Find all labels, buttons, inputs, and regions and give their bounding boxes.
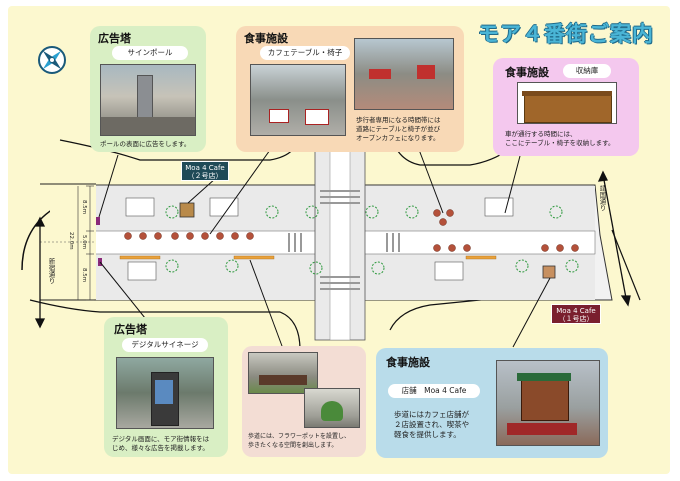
panel-heading: 食事施設 xyxy=(505,66,549,79)
digital-signage-photo xyxy=(116,357,214,429)
panel-text: デジタル画面に、モア街情報をは じめ、様々な広告を掲載します。 xyxy=(112,435,209,453)
planters-photo-2 xyxy=(304,388,360,428)
panel-ad-tower-sign-pole: 広告塔 サインポール ポールの表面に広告をします。 xyxy=(90,26,206,152)
street-label-left: 新宿通り xyxy=(47,258,55,284)
panel-food-cafe-tables: 食事施設 カフェテーブル・椅子 歩行者専用になる時間帯には 道路にテーブルと椅子… xyxy=(236,26,464,152)
panel-text: ポールの表面に広告をします。 xyxy=(100,140,191,148)
dim-top: 8.5m xyxy=(81,200,87,215)
cafe-store1-name: Moa 4 Cafe xyxy=(556,307,596,315)
panel-ad-tower-digital-signage: 広告塔 デジタルサイネージ デジタル画面に、モア街情報をは じめ、様々な広告を掲… xyxy=(104,317,228,457)
text-line: 歩道には、フラワーポットを設置し、 xyxy=(248,433,351,440)
panel-heading: 食事施設 xyxy=(244,32,288,45)
text-line: ２店設置され、喫茶や xyxy=(394,420,470,429)
panel-text: 歩行者専用になる時間帯には 道路にテーブルと椅子が並び オープンカフェになります… xyxy=(356,116,441,143)
dim-mid: 5.0m xyxy=(81,235,87,250)
text-line: 車が通行する時間には、 xyxy=(505,130,577,138)
panel-text: 車が通行する時間には、 ここにテーブル・椅子を収納します。 xyxy=(505,130,614,148)
cafe-store2-number: （２号店） xyxy=(187,172,223,180)
cafe-tables-photo-2 xyxy=(354,38,454,110)
planters-photo-1 xyxy=(248,352,318,394)
text-line: 道路にテーブルと椅子が並び xyxy=(356,125,441,133)
compass-icon xyxy=(38,46,66,74)
panel-pill: サインポール xyxy=(112,46,188,60)
text-line: 軽食を提供します。 xyxy=(394,430,461,439)
text-line: 歩きたくなる空間を創出します。 xyxy=(248,442,338,449)
panel-food-storage: 食事施設 収納庫 車が通行する時間には、 ここにテーブル・椅子を収納します。 xyxy=(493,58,639,156)
sign-pole-photo xyxy=(100,64,196,136)
text-line: 歩行者専用になる時間帯には xyxy=(356,116,441,124)
text-line: ここにテーブル・椅子を収納します。 xyxy=(505,139,615,147)
panel-pill: カフェテーブル・椅子 xyxy=(260,46,350,60)
panel-pill: デジタルサイネージ xyxy=(122,338,208,352)
text-line: オープンカフェになります。 xyxy=(356,134,440,142)
panel-pill: 収納庫 xyxy=(563,64,611,78)
text-line: デジタル画面に、モア街情報をは xyxy=(112,435,210,443)
cafe-store2-name: Moa 4 Cafe xyxy=(185,164,225,172)
text-line: 歩道にはカフェ店舗が xyxy=(394,410,469,419)
panel-text: 歩道には、フラワーポットを設置し、 歩きたくなる空間を創出します。 xyxy=(248,432,350,450)
cafe-store1-sign: Moa 4 Cafe （１号店） xyxy=(551,304,601,324)
panel-sidewalk-planters: 歩道には、フラワーポットを設置し、 歩きたくなる空間を創出します。 xyxy=(242,346,366,457)
dim-total: 22.0m xyxy=(68,232,74,250)
dim-bottom: 8.5m xyxy=(81,268,87,283)
text-line: じめ、様々な広告を掲載します。 xyxy=(112,444,209,452)
street-label-right: 靖国通り xyxy=(598,185,606,211)
panel-heading: 食事施設 xyxy=(386,356,430,369)
panel-pill: 店舗 Moa 4 Cafe xyxy=(388,384,480,398)
cafe-store1-number: （１号店） xyxy=(558,315,594,323)
panel-text: 歩道にはカフェ店舗が ２店設置され、喫茶や 軽食を提供します。 xyxy=(394,410,469,440)
panel-heading: 広告塔 xyxy=(98,32,131,45)
cafe-store2-sign: Moa 4 Cafe （２号店） xyxy=(181,161,229,181)
cafe-store-photo xyxy=(496,360,600,446)
panel-food-cafe-store: 食事施設 店舗 Moa 4 Cafe 歩道にはカフェ店舗が ２店設置され、喫茶や… xyxy=(376,348,608,458)
panel-heading: 広告塔 xyxy=(114,323,147,336)
storage-photo xyxy=(517,82,617,124)
page-title: モア４番街ご案内 xyxy=(478,22,654,46)
cafe-tables-photo-1 xyxy=(250,64,346,136)
